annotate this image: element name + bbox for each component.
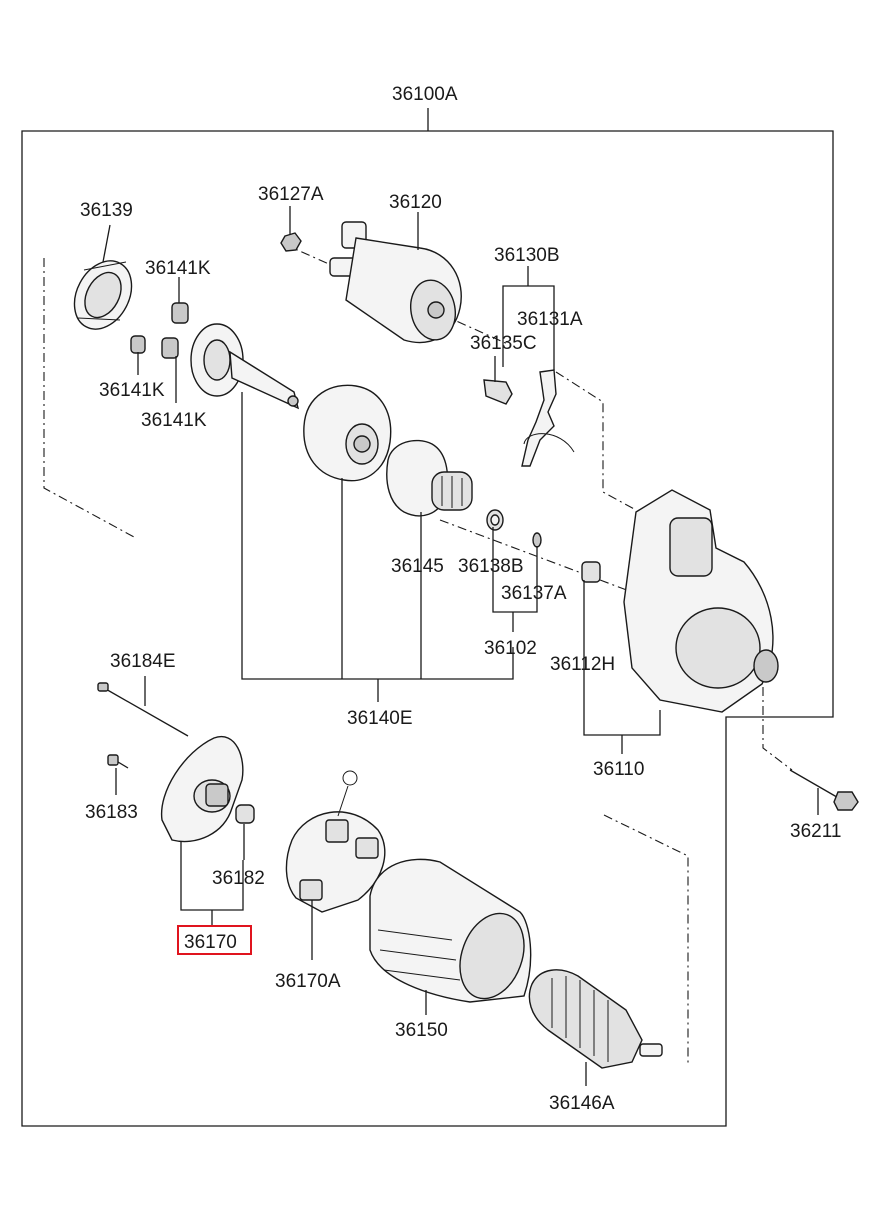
- yoke-ring-part: [303, 384, 392, 482]
- bushing-parts: [130, 302, 189, 359]
- rear-bracket-part: [160, 735, 244, 843]
- label-36135C[interactable]: 36135C: [470, 333, 537, 354]
- label-36110[interactable]: 36110: [593, 759, 644, 780]
- label-36140E[interactable]: 36140E: [347, 708, 413, 729]
- label-36141K-low[interactable]: 36141K: [141, 410, 207, 431]
- drive-shaft-part: [190, 323, 300, 410]
- through-bolt-part: [97, 682, 189, 737]
- shift-lever-part: [521, 369, 575, 467]
- clutch-pinion-part: [386, 439, 473, 517]
- label-36150[interactable]: 36150: [395, 1020, 448, 1041]
- label-36146A[interactable]: 36146A: [549, 1093, 615, 1114]
- yoke-shell-part: [369, 858, 532, 1003]
- label-36139[interactable]: 36139: [80, 200, 133, 221]
- assembly-label: 36100A: [392, 84, 458, 105]
- leader-lines: [102, 206, 819, 1086]
- front-housing-part: [623, 489, 779, 713]
- highlight-box-36170: [177, 925, 252, 955]
- label-36127A[interactable]: 36127A: [258, 184, 324, 205]
- label-36170[interactable]: 36170: [184, 932, 237, 953]
- dust-cover-part: [73, 260, 133, 330]
- label-36137A[interactable]: 36137A: [501, 583, 567, 604]
- label-36170A[interactable]: 36170A: [275, 971, 341, 992]
- mounting-bolt-part: [789, 769, 859, 811]
- label-36184E[interactable]: 36184E: [110, 651, 176, 672]
- label-36131A[interactable]: 36131A: [517, 309, 583, 330]
- rear-bushing-part: [235, 804, 255, 824]
- bushing-36112H-part: [581, 561, 601, 583]
- label-36120[interactable]: 36120: [389, 192, 442, 213]
- label-36130B[interactable]: 36130B: [494, 245, 560, 266]
- label-36211[interactable]: 36211: [790, 821, 841, 842]
- label-36182[interactable]: 36182: [212, 868, 265, 889]
- plunger-part: [483, 379, 513, 405]
- armature-part: [528, 969, 663, 1069]
- part-labels: 36139 36127A 36120 36130B 36141K 36131A …: [80, 184, 841, 1114]
- label-36141K-mid[interactable]: 36141K: [99, 380, 165, 401]
- label-36112H[interactable]: 36112H: [550, 654, 615, 675]
- label-36102[interactable]: 36102: [484, 638, 537, 659]
- nut-part: [280, 232, 302, 252]
- label-36138B[interactable]: 36138B: [458, 556, 524, 577]
- stop-ring-parts: [486, 509, 542, 548]
- label-36145[interactable]: 36145: [391, 556, 444, 577]
- solenoid-part: [329, 221, 462, 344]
- label-36141K-top[interactable]: 36141K: [145, 258, 211, 279]
- screw-part: [107, 754, 129, 769]
- assembly-frame: [21, 108, 834, 1127]
- label-36183[interactable]: 36183: [85, 802, 138, 823]
- brush-holder-part: [285, 770, 386, 913]
- alignment-lines: [43, 243, 793, 1066]
